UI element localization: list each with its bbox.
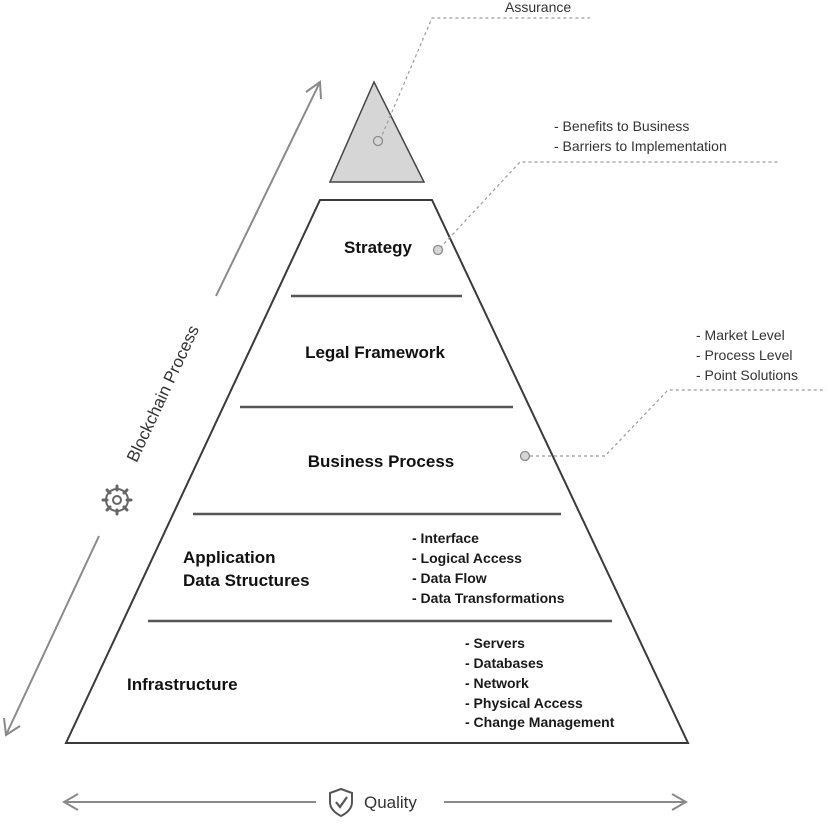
blockchain-process-label: Blockchain Process bbox=[123, 322, 203, 464]
business-process-callout-line-1: - Market Level bbox=[696, 327, 785, 343]
quality-arrowhead-right bbox=[671, 793, 689, 811]
strategy-leader bbox=[439, 161, 778, 249]
level-legal-framework-title: Legal Framework bbox=[305, 343, 445, 362]
axis-arrowhead-up bbox=[305, 80, 322, 100]
business-process-leader bbox=[530, 389, 826, 457]
business-process-callout-line-2: - Process Level bbox=[696, 347, 792, 363]
quality-arrowhead-left bbox=[61, 793, 79, 811]
level-application-title-line-1: Application bbox=[183, 548, 276, 567]
assurance-leader bbox=[379, 17, 590, 141]
strategy-marker bbox=[432, 244, 444, 256]
assurance-marker bbox=[372, 135, 384, 147]
application-item: - Data Flow bbox=[412, 570, 487, 586]
level-business-process-title: Business Process bbox=[308, 452, 454, 471]
axis-line-upper bbox=[215, 81, 321, 297]
blockchain-process-axis: Blockchain Process bbox=[3, 80, 322, 737]
strategy-callout-line-2: - Barriers to Implementation bbox=[554, 138, 727, 154]
apex-triangle bbox=[328, 80, 426, 183]
shield-check-icon bbox=[329, 787, 353, 818]
application-item: - Data Transformations bbox=[412, 590, 565, 606]
infrastructure-item: - Change Management bbox=[465, 714, 615, 730]
infrastructure-item: - Physical Access bbox=[465, 695, 583, 711]
assurance-label: Assurance bbox=[505, 0, 571, 15]
level-application-title-line-2: Data Structures bbox=[183, 571, 310, 590]
infrastructure-item: - Network bbox=[465, 675, 529, 691]
axis-line-lower bbox=[5, 535, 100, 736]
quality-label: Quality bbox=[364, 793, 417, 812]
quality-axis: Quality bbox=[61, 787, 689, 818]
infrastructure-item: - Databases bbox=[465, 655, 544, 671]
level-infrastructure-title: Infrastructure bbox=[127, 675, 238, 694]
business-process-marker bbox=[519, 450, 531, 462]
application-item: - Logical Access bbox=[412, 550, 522, 566]
gear-icon bbox=[101, 484, 133, 516]
strategy-callout-line-1: - Benefits to Business bbox=[554, 118, 689, 134]
application-item: - Interface bbox=[412, 530, 479, 546]
axis-arrowhead-down bbox=[3, 717, 21, 737]
infrastructure-item: - Servers bbox=[465, 635, 525, 651]
business-process-callout-line-3: - Point Solutions bbox=[696, 367, 798, 383]
level-strategy-title: Strategy bbox=[344, 238, 413, 257]
pyramid-outline bbox=[64, 199, 690, 744]
